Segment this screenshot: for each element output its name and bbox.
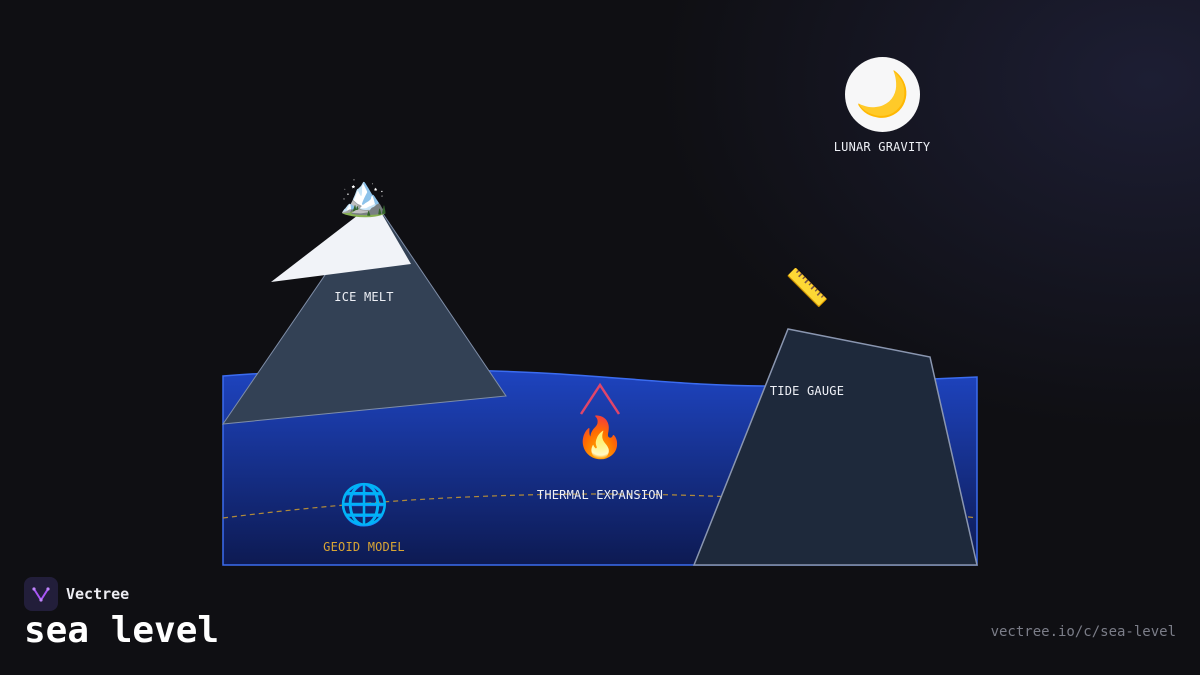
rise-arrow-icon (579, 382, 621, 415)
brand-name: Vectree (66, 585, 130, 603)
moon: 🌙 (845, 57, 920, 132)
mountain (221, 201, 507, 425)
crescent-moon-icon: 🌙 (855, 68, 910, 120)
page-url[interactable]: vectree.io/c/sea-level (990, 624, 1176, 640)
thermal-expansion-label: THERMAL EXPANSION (536, 488, 664, 502)
ice-melt-label: ICE MELT (334, 290, 394, 304)
globe-icon: 🌐 (339, 482, 389, 528)
page-title: sea level (24, 610, 220, 651)
geoid-model-label: GEOID MODEL (323, 540, 405, 554)
geoid-curve (222, 493, 978, 519)
ruler-icon: 📏 (784, 268, 830, 309)
lunar-gravity-label: LUNAR GRAVITY (833, 140, 931, 154)
fire-icon: 🔥 (575, 415, 625, 461)
vectree-logo-icon (24, 577, 58, 611)
ice-cap (271, 202, 411, 282)
brand: Vectree (24, 577, 129, 611)
snow-capped-mountain-icon: 🏔️ (339, 173, 389, 219)
tide-gauge-label: TIDE GAUGE (769, 384, 845, 398)
tide-gauge-rock (692, 328, 978, 566)
